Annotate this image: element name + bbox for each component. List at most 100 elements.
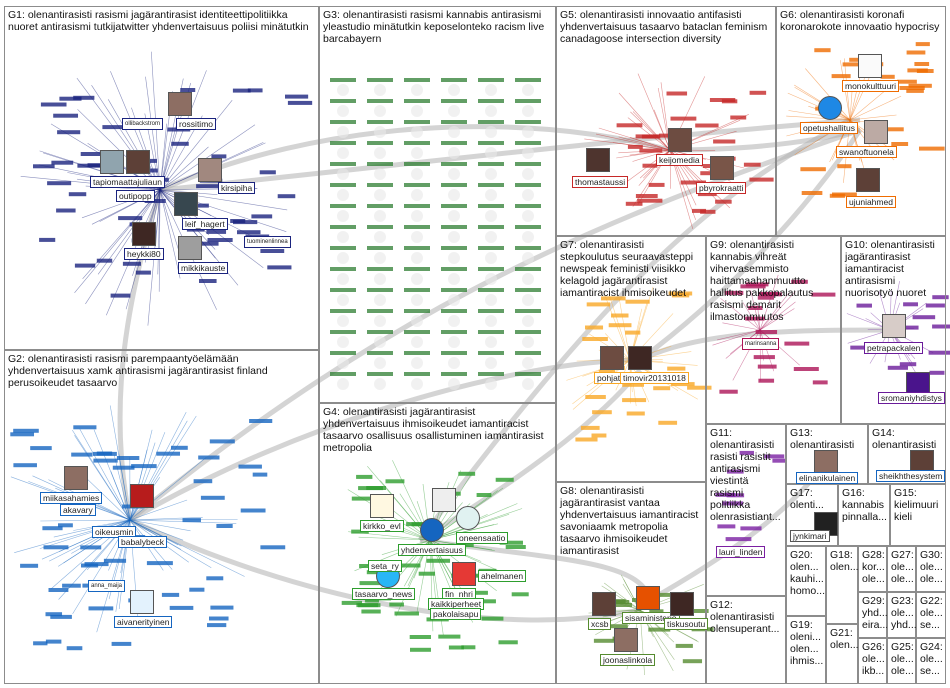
- node-dot: [59, 96, 82, 101]
- node-dot: [411, 378, 423, 390]
- node-label-swanoftuonela: swanoftuonela: [836, 146, 897, 158]
- edge: [73, 519, 131, 531]
- node-dot: [680, 180, 707, 185]
- node-dot: [721, 99, 738, 104]
- group-title: G17: olenti...: [790, 487, 824, 511]
- node-dot: [337, 252, 349, 264]
- group-title: G9: olenantirasisti kannabis vihreät vih…: [710, 239, 814, 323]
- node-dot: [210, 605, 234, 610]
- edge: [128, 127, 861, 522]
- node-dot: [411, 357, 423, 369]
- node-dot: [337, 84, 349, 96]
- node-dot: [48, 588, 69, 592]
- node-dot: [404, 288, 430, 292]
- node-dot: [715, 199, 732, 204]
- node-avatar: [174, 192, 198, 216]
- node-label-miikasahamies: miikasahamies: [40, 492, 103, 504]
- node-dot: [761, 292, 782, 297]
- node-avatar: [856, 168, 880, 192]
- node-dot: [111, 641, 132, 646]
- node-dot: [745, 282, 769, 287]
- node-dot: [66, 646, 83, 651]
- node-dot: [180, 88, 196, 92]
- node-dot: [404, 309, 430, 313]
- node-dot: [161, 592, 180, 597]
- node-dot: [411, 126, 423, 138]
- node-avatar: [614, 628, 638, 652]
- node-dot: [478, 162, 504, 166]
- node-label-ollibackstrom: ollibackstrom: [122, 118, 164, 130]
- node-dot: [682, 659, 703, 664]
- node-dot: [515, 267, 541, 271]
- node-dot: [43, 545, 69, 550]
- node-dot: [374, 168, 386, 180]
- node-dot: [739, 450, 754, 455]
- node-avatar: [814, 450, 838, 474]
- node-avatar: [198, 158, 222, 182]
- node-dot: [515, 351, 541, 355]
- edge: [717, 329, 761, 341]
- node-dot: [374, 357, 386, 369]
- node-dot: [522, 315, 534, 327]
- node-dot: [515, 99, 541, 103]
- group-title: G14: olenantirasisti: [872, 427, 937, 451]
- node-dot: [135, 270, 151, 275]
- node-dot: [478, 246, 504, 250]
- node-label-rossitimo: rossitimo: [176, 118, 217, 130]
- node-dot: [337, 105, 349, 117]
- node-dot: [448, 252, 460, 264]
- node-dot: [575, 437, 598, 442]
- node-dot: [171, 141, 189, 146]
- node-dot: [603, 624, 628, 629]
- node-dot: [515, 309, 541, 313]
- node-avatar: [178, 236, 202, 260]
- group-box-g26: G26: ole... ikb...: [858, 638, 887, 684]
- node-dot: [404, 162, 430, 166]
- node-label-thomastaussi: thomastaussi: [572, 176, 629, 188]
- node-dot: [33, 164, 55, 169]
- node-avatar: [130, 484, 154, 508]
- node-dot: [611, 313, 629, 318]
- node-avatar: [818, 96, 842, 120]
- node-dot: [50, 614, 72, 619]
- group-title: G6: olenantirasisti koronafi koronarokot…: [780, 9, 940, 33]
- node-dot: [441, 288, 467, 292]
- node-dot: [77, 163, 102, 168]
- node-dot: [47, 181, 72, 186]
- node-label-pbyrokraatti: pbyrokraatti: [696, 182, 747, 194]
- node-dot: [906, 50, 926, 55]
- group-box-g11: G11: olenantirasisti rasisti rasistit an…: [706, 424, 786, 596]
- node-dot: [515, 330, 541, 334]
- node-label-lauri_linden: lauri_linden: [716, 546, 766, 558]
- node-dot: [485, 84, 497, 96]
- node-label-petrapackalen: petrapackalen: [864, 342, 924, 354]
- edge: [720, 298, 761, 331]
- node-dot: [891, 142, 909, 146]
- node-dot: [485, 336, 497, 348]
- group-box-g18: G18: olen...: [826, 546, 859, 624]
- node-dot: [515, 288, 541, 292]
- group-title: G2: olenantirasisti rasismi parempaantyö…: [8, 353, 268, 389]
- node-dot: [522, 273, 534, 285]
- node-dot: [110, 293, 131, 298]
- node-dot: [897, 325, 919, 330]
- node-dot: [448, 645, 464, 650]
- node-dot: [330, 120, 356, 124]
- group-title: G8: olenantirasisti jagärantirasist vant…: [560, 485, 699, 557]
- node-dot: [374, 273, 386, 285]
- node-dot: [71, 452, 93, 457]
- group-title: G1: olenantirasisti rasismi jagärantiras…: [8, 9, 309, 33]
- node-dot: [476, 493, 492, 497]
- node-dot: [582, 337, 608, 341]
- node-dot: [881, 127, 904, 132]
- edge: [608, 294, 631, 361]
- node-label-tasaarvo_news: tasaarvo_news: [352, 588, 416, 600]
- edge: [40, 519, 131, 522]
- node-dot: [411, 210, 423, 222]
- node-label-babalybeck: babalybeck: [118, 536, 168, 548]
- node-avatar: [100, 150, 124, 174]
- node-dot: [908, 83, 932, 88]
- node-dot: [404, 99, 430, 103]
- node-dot: [232, 88, 251, 93]
- edge: [129, 519, 184, 541]
